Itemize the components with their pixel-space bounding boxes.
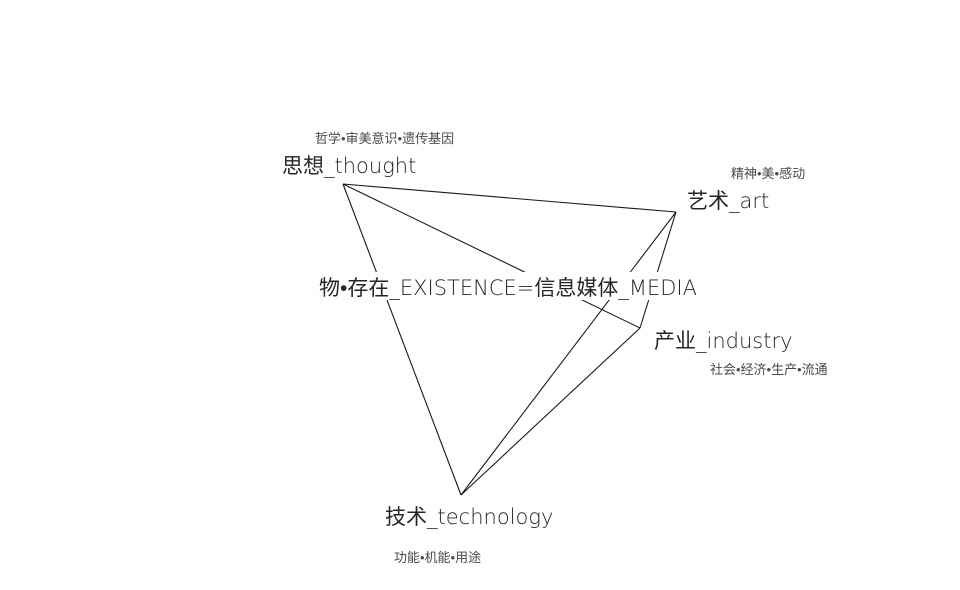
technology-subtitle: 功能•机能•用途 <box>394 551 482 566</box>
edge-thought-technology <box>342 183 462 496</box>
art-subtitle: 精神•美•感动 <box>731 167 806 182</box>
edge-thought-art <box>342 183 677 213</box>
center-label-backdrop <box>316 272 678 300</box>
edge-art-industry <box>639 211 677 329</box>
industry-subtitle: 社会•经济•生产•流通 <box>710 363 828 378</box>
technology-label: 技术_technology <box>385 505 554 529</box>
edge-thought-industry <box>342 183 641 329</box>
edge-art-technology <box>460 211 677 496</box>
art-label: 艺术_art <box>687 189 770 213</box>
thought-label: 思想_thought <box>282 154 417 178</box>
thought-subtitle: 哲学•审美意识•遗传基因 <box>315 132 455 147</box>
center-label: 物•存在_EXISTENCE=信息媒体_MEDIA <box>319 276 697 300</box>
edge-industry-technology <box>460 327 641 496</box>
industry-label: 产业_industry <box>654 329 793 353</box>
